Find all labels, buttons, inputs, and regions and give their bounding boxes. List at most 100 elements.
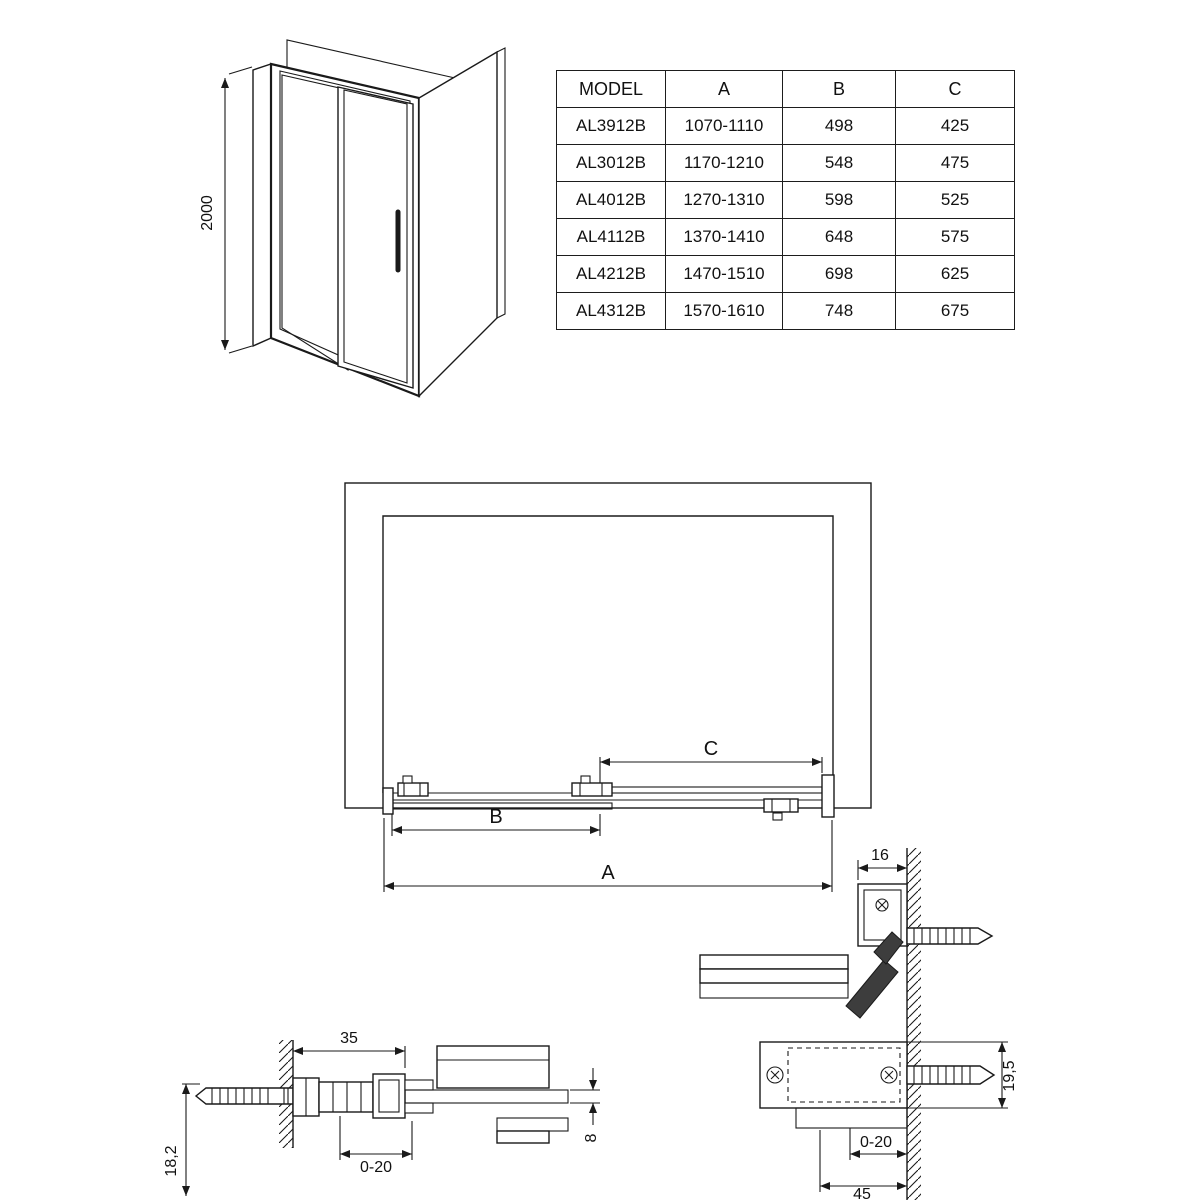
magnet-seal-profile — [845, 959, 899, 1019]
dim-a: A — [383, 818, 833, 892]
lower-mounting-plate — [759, 1041, 908, 1109]
dim-c: C — [599, 738, 823, 783]
right-wall-edge — [496, 47, 506, 319]
section-glass-fixed — [404, 1089, 569, 1104]
table-cell-model: AL3012B — [556, 144, 666, 182]
dim-height-label: 2000 — [199, 195, 216, 231]
extension-line — [228, 66, 253, 75]
left-wall-jamb — [252, 63, 272, 348]
dim-depth: 18,2 — [163, 1083, 200, 1196]
glass-clamp-profile — [372, 1073, 434, 1119]
center-bracket — [571, 775, 613, 797]
table-cell-b: 748 — [782, 292, 896, 330]
section-detail-left: 35 0-20 18,2 8 — [163, 1030, 600, 1196]
table-cell-model: AL3912B — [556, 107, 666, 145]
plan-glass-fixed — [597, 786, 823, 794]
table-header-c: C — [895, 70, 1015, 108]
section-glass-sliding — [496, 1117, 569, 1132]
table-cell-b: 548 — [782, 144, 896, 182]
dim-35: 35 — [293, 1030, 406, 1068]
table-cell-c: 675 — [895, 292, 1015, 330]
table-cell-a: 1070-1110 — [665, 107, 783, 145]
wall-anchor-screw — [906, 927, 994, 945]
plan-view: C B A — [344, 482, 872, 892]
wall-profile-cap — [821, 774, 835, 818]
dim-35-label: 35 — [340, 1030, 358, 1047]
size-table: MODEL A B C AL3912B 1070-1110 498 425 AL… — [556, 70, 1015, 330]
table-row: AL4312B 1570-1610 748 675 — [556, 292, 1015, 330]
table-cell-model: AL4312B — [556, 292, 666, 330]
dim-19-5-label: 19,5 — [1001, 1060, 1018, 1091]
dim-adjust-left-label: 0-20 — [360, 1159, 392, 1176]
table-cell-a: 1570-1610 — [665, 292, 783, 330]
dim-45: 45 — [819, 1130, 907, 1200]
table-header-b: B — [782, 70, 896, 108]
wall-anchor-screw — [906, 1065, 996, 1085]
upper-wall-profile — [857, 883, 908, 947]
dim-a-label: A — [601, 862, 615, 884]
right-wall — [418, 50, 498, 398]
table-row: AL3012B 1170-1210 548 475 — [556, 144, 1015, 182]
table-row: AL4212B 1470-1510 698 625 — [556, 255, 1015, 293]
section-detail-right: 16 — [699, 847, 1018, 1200]
table-cell-b: 498 — [782, 107, 896, 145]
dim-16-label: 16 — [871, 847, 889, 864]
roller-block — [397, 775, 429, 797]
slider-bottom-profile — [496, 1130, 550, 1144]
dim-c-label: C — [704, 738, 718, 760]
left-end-cap — [382, 787, 394, 815]
table-cell-model: AL4212B — [556, 255, 666, 293]
dim-b: B — [391, 806, 601, 836]
table-cell-b: 598 — [782, 181, 896, 219]
extension-line — [228, 345, 253, 354]
table-cell-c: 575 — [895, 218, 1015, 256]
outer-wall-outline — [344, 482, 872, 809]
table-row: AL4112B 1370-1410 648 575 — [556, 218, 1015, 256]
table-cell-a: 1270-1310 — [665, 181, 783, 219]
table-cell-a: 1370-1410 — [665, 218, 783, 256]
dim-height: 2000 — [199, 66, 253, 354]
model-dimensions-table: MODEL A B C AL3912B 1070-1110 498 425 AL… — [556, 70, 1015, 330]
table-header-a: A — [665, 70, 783, 108]
slider-carriage — [436, 1045, 550, 1089]
table-cell-b: 648 — [782, 218, 896, 256]
isometric-view: 2000 — [199, 39, 506, 398]
table-cell-a: 1170-1210 — [665, 144, 783, 182]
dim-b-label: B — [489, 806, 502, 828]
dim-adjust-left: 0-20 — [339, 1116, 413, 1176]
dim-19-5: 19,5 — [907, 1041, 1018, 1109]
table-cell-c: 425 — [895, 107, 1015, 145]
dim-glass-thickness: 8 — [570, 1068, 600, 1142]
table-cell-c: 525 — [895, 181, 1015, 219]
table-cell-c: 475 — [895, 144, 1015, 182]
table-cell-model: AL4012B — [556, 181, 666, 219]
glass-panel-fixed — [281, 74, 349, 372]
table-row: AL3912B 1070-1110 498 425 — [556, 107, 1015, 145]
table-cell-a: 1470-1510 — [665, 255, 783, 293]
dim-adjust-right-label: 0-20 — [860, 1134, 892, 1151]
table-row: AL4012B 1270-1310 598 525 — [556, 181, 1015, 219]
dim-depth-label: 18,2 — [163, 1145, 180, 1176]
glass-panel-sliding — [343, 89, 408, 384]
wall-hatch — [907, 848, 921, 1200]
back-wall-edge — [286, 39, 456, 79]
dim-adjust-right: 0-20 — [849, 1128, 907, 1160]
dim-45-label: 45 — [853, 1186, 871, 1200]
door-top-profile — [699, 968, 849, 984]
lower-glass-strip — [795, 1107, 908, 1129]
roller-block — [763, 798, 799, 821]
magnet-seal-profile — [873, 931, 904, 965]
table-cell-b: 698 — [782, 255, 896, 293]
inner-wall-outline — [382, 515, 834, 793]
sliding-panel-frame — [337, 86, 414, 389]
table-cell-model: AL4112B — [556, 218, 666, 256]
table-header-model: MODEL — [556, 70, 666, 108]
door-top-profile — [699, 954, 849, 970]
wall-anchor-screw — [194, 1087, 294, 1105]
dim-glass-label: 8 — [583, 1133, 600, 1142]
section-glass-door — [699, 982, 849, 999]
adjustment-profile — [318, 1081, 374, 1113]
dim-16: 16 — [857, 847, 907, 880]
table-header-row: MODEL A B C — [556, 70, 1015, 108]
